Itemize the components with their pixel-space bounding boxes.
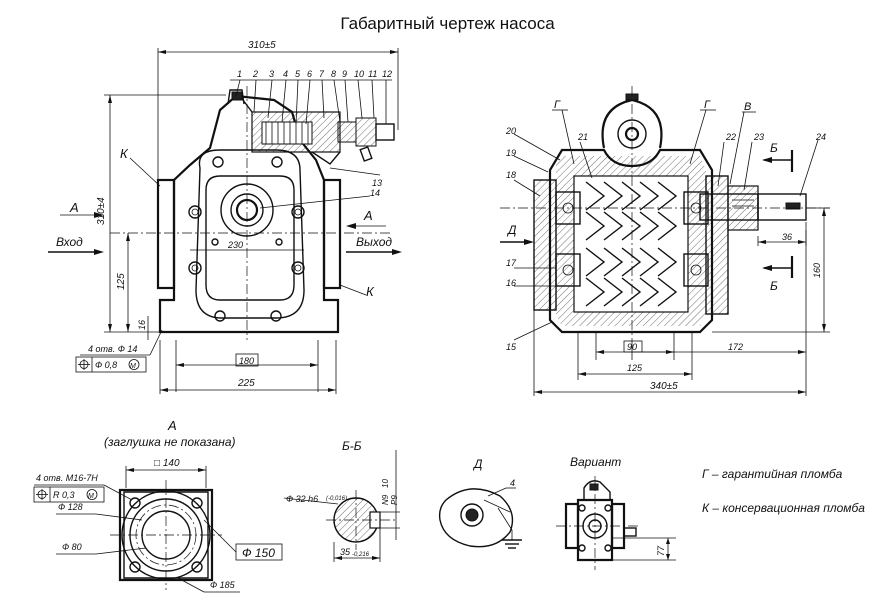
- dim-150: Ф 150: [242, 546, 275, 560]
- dim-shaft-tol: (-0,016): [326, 496, 347, 502]
- part-12: 12: [382, 69, 392, 79]
- dim-225: 225: [237, 378, 255, 389]
- hole-modifier: M: [130, 363, 136, 370]
- dim-125-side: 125: [627, 363, 643, 373]
- part-13: 13: [372, 178, 382, 188]
- part-9: 9: [342, 69, 347, 79]
- section-bb: Б-Б Ф 32 h6 (-0,016) N9 10 Р9 35 -0,216: [283, 439, 400, 562]
- label-inlet: Вход: [56, 235, 83, 249]
- section-bb-title: Б-Б: [342, 439, 362, 453]
- view-a: А (заглушка не показана) □ 140 4 отв. М1…: [33, 418, 283, 593]
- side-part-numbers: 15 16 17 18 19 20 21 22 23 24: [505, 126, 826, 352]
- variant-view: Вариант 77: [556, 455, 676, 570]
- part-4: 4: [283, 69, 288, 79]
- label-k-top: К: [120, 146, 129, 161]
- dim-180: 180: [239, 356, 254, 366]
- part-23: 23: [753, 132, 764, 142]
- dim-80: Ф 80: [62, 542, 82, 552]
- label-outlet: Выход: [356, 235, 392, 249]
- dim-key-10: 10: [381, 479, 390, 488]
- pump-body: [158, 94, 340, 334]
- dim-77: 77: [656, 545, 666, 556]
- label-b-bottom: Б: [770, 279, 778, 293]
- gear-teeth: [585, 181, 678, 307]
- front-view: 310±5 310±4 125 16: [48, 40, 402, 394]
- legend-g: Г – гарантийная пломба: [702, 467, 843, 481]
- label-g-left: Г: [554, 99, 561, 111]
- detail-d: Д 4: [438, 457, 522, 549]
- variant-title: Вариант: [570, 455, 621, 469]
- thread-modifier: M: [88, 493, 94, 500]
- dim-key-n9: N9: [381, 494, 390, 505]
- legend: Г – гарантийная пломба К – консервационн…: [702, 467, 865, 515]
- dim-36: 36: [782, 232, 792, 242]
- front-part-numbers: 1 2 3 4 5 6 7 8 9 10 11 12 13 14: [230, 69, 392, 209]
- detail-d-part: 4: [510, 478, 515, 488]
- part-11: 11: [368, 69, 377, 79]
- hole-note: 4 отв. Ф 14: [88, 344, 137, 354]
- dim-base: 16: [137, 320, 147, 330]
- label-a-right: А: [363, 208, 373, 223]
- part-20: 20: [505, 126, 516, 136]
- dim-172: 172: [728, 342, 743, 352]
- dim-128: Ф 128: [58, 502, 83, 512]
- dim-key-p9: Р9: [390, 495, 399, 505]
- label-g-right: Г: [704, 99, 711, 111]
- part-5: 5: [295, 69, 301, 79]
- dim-35: 35: [340, 547, 351, 557]
- part-2: 2: [252, 69, 258, 79]
- part-24: 24: [815, 132, 826, 142]
- page-title: Габаритный чертеж насоса: [340, 14, 555, 33]
- detail-d-title: Д: [472, 457, 483, 471]
- part-19: 19: [506, 148, 516, 158]
- dim-340: 340±5: [650, 381, 678, 392]
- dim-shaft: Ф 32 h6: [286, 494, 318, 504]
- part-7: 7: [319, 69, 325, 79]
- part-14: 14: [370, 188, 380, 198]
- thread-tolerance: R 0,3: [53, 490, 75, 500]
- outlet-flange: [322, 178, 342, 290]
- flange-threaded-holes: [129, 497, 203, 573]
- thread-note: 4 отв. М16-7Н: [36, 473, 98, 483]
- flange-bolts: [188, 156, 305, 322]
- label-d-arrow: Д: [506, 223, 517, 237]
- view-a-title: А: [167, 418, 177, 433]
- label-a-left: А: [69, 200, 79, 215]
- dim-bore-spacing: 230: [227, 240, 243, 250]
- part-21: 21: [577, 132, 588, 142]
- part-1: 1: [237, 69, 242, 79]
- part-22: 22: [725, 132, 736, 142]
- part-15: 15: [506, 342, 517, 352]
- dim-35-tol: -0,216: [352, 552, 370, 558]
- dim-160: 160: [812, 263, 822, 278]
- dim-185: Ф 185: [210, 580, 236, 590]
- legend-k: К – консервационная пломба: [702, 501, 865, 515]
- dim-overall-width: 310±5: [248, 40, 276, 51]
- dim-height: 310±4: [96, 197, 107, 225]
- inlet-flange: [156, 178, 176, 290]
- label-v: В: [744, 101, 751, 113]
- side-section-view: Б Б Д Г Г В 15 16 17 18 19: [500, 86, 830, 396]
- part-3: 3: [269, 69, 274, 79]
- label-k-bottom: К: [366, 284, 375, 299]
- label-b-top: Б: [770, 141, 778, 155]
- part-6: 6: [307, 69, 312, 79]
- part-8: 8: [331, 69, 336, 79]
- view-a-subtitle: (заглушка не показана): [104, 435, 236, 449]
- part-16: 16: [506, 278, 516, 288]
- part-10: 10: [354, 69, 364, 79]
- dim-axis-height: 125: [116, 273, 127, 290]
- dim-square: □ 140: [154, 458, 180, 469]
- part-18: 18: [506, 170, 516, 180]
- part-17: 17: [506, 258, 517, 268]
- hole-tolerance: Ф 0,8: [95, 360, 117, 370]
